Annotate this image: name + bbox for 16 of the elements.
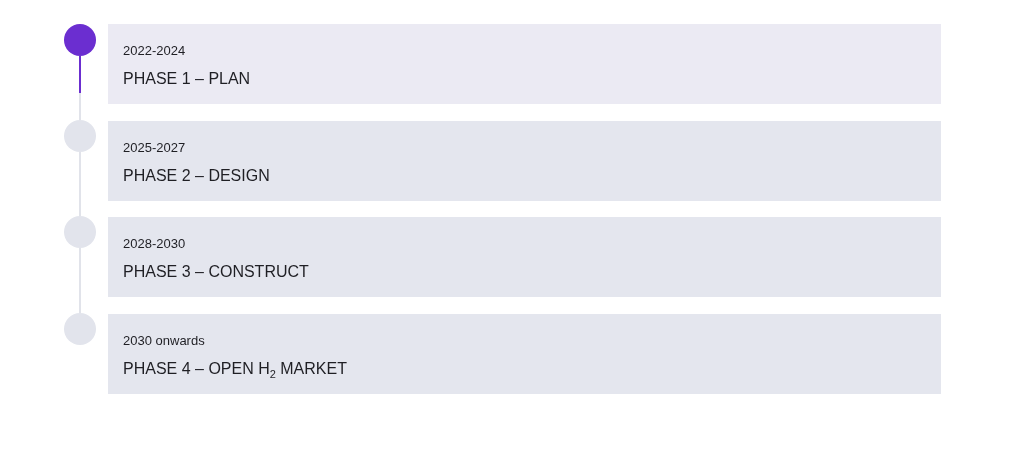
phase-card [108, 314, 941, 394]
date-range: 2028-2030 [123, 236, 186, 251]
timeline-dot-icon [64, 313, 96, 345]
phase-title: PHASE 2 – DESIGN [123, 166, 270, 185]
timeline-dot-icon [64, 216, 96, 248]
phase-card [108, 217, 941, 297]
timeline-dot-icon [64, 24, 96, 56]
timeline-dot-icon [64, 120, 96, 152]
phase-title: PHASE 1 – PLAN [123, 69, 251, 88]
phase-title: PHASE 4 – OPEN H$_{2}$ MARKET [123, 359, 347, 378]
date-range: 2022-2024 [123, 43, 186, 58]
phase-title: PHASE 3 – CONSTRUCT [123, 262, 309, 281]
phase-card [108, 121, 941, 201]
timeline-connector [79, 55, 81, 121]
date-range: 2025-2027 [123, 140, 186, 155]
date-range: 2030 onwards [123, 333, 205, 348]
